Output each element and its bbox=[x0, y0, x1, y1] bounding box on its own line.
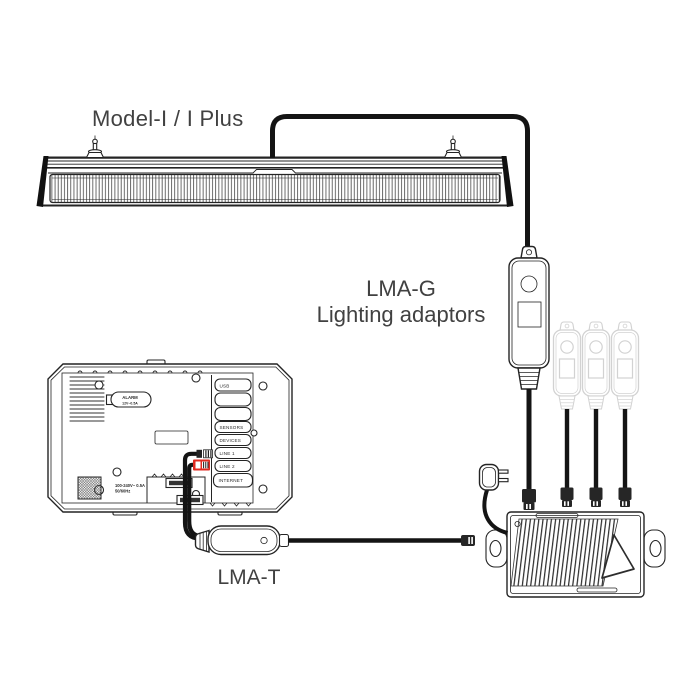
light-bar-label: Model-I / I Plus bbox=[92, 106, 244, 131]
power-rating-line2: 50/60Hz bbox=[115, 489, 130, 494]
port-internet bbox=[212, 472, 254, 488]
light-bar-grille bbox=[49, 173, 501, 204]
heatsink-fins bbox=[510, 518, 619, 587]
lma-g-label-title: LMA-G bbox=[366, 276, 436, 301]
port-sensors bbox=[214, 420, 252, 434]
lma-g-adaptor bbox=[508, 245, 550, 510]
controller-box: ALARM 12V~0.5A 100-240V~ 0.5A 50/60Hz bbox=[47, 359, 293, 516]
faded-adaptor-2 bbox=[581, 321, 611, 507]
light-bar-endcap-left bbox=[36, 156, 49, 207]
faded-adaptor-1 bbox=[552, 321, 582, 507]
line2-connector-highlighted bbox=[193, 459, 210, 471]
power-rating-line1: 100-240V~ 0.5A bbox=[115, 483, 145, 488]
port-blank-2 bbox=[214, 406, 252, 422]
port-label-usb: USB bbox=[220, 383, 230, 388]
port-devices bbox=[214, 433, 252, 447]
cable-lightbar-to-lmag bbox=[270, 114, 530, 248]
port-blank-1 bbox=[214, 392, 252, 407]
faded-adaptor-3 bbox=[610, 321, 640, 507]
power-supply-box bbox=[485, 511, 666, 598]
ac-plug bbox=[478, 463, 509, 535]
lma-g-connector bbox=[522, 489, 536, 510]
plug-prong-bottom bbox=[497, 477, 509, 483]
port-line2 bbox=[214, 459, 252, 473]
controller-inner-panel bbox=[61, 372, 254, 504]
port-label-line2: LINE 2 bbox=[220, 464, 235, 469]
lma-t-adaptor bbox=[194, 525, 475, 556]
port-label-line1: LINE 1 bbox=[220, 451, 235, 456]
lma-g-label-subtitle: Lighting adaptors bbox=[316, 302, 486, 327]
port-usb bbox=[214, 378, 252, 392]
ac-plug-cable bbox=[482, 489, 509, 535]
line1-connector-icon bbox=[196, 449, 213, 459]
lma-t-led bbox=[260, 536, 268, 545]
mounting-knob-right bbox=[443, 135, 463, 159]
mounting-knob-left bbox=[85, 135, 105, 159]
plug-prong-top bbox=[497, 469, 509, 474]
lma-g-led bbox=[520, 275, 538, 293]
heatsink-triangle bbox=[601, 534, 635, 579]
lma-t-label: LMA-T bbox=[217, 566, 281, 589]
alarm-port-label: ALARM 12V~0.5A bbox=[105, 391, 152, 408]
alarm-rating-text: 12V~0.5A bbox=[122, 402, 138, 406]
center-detail bbox=[154, 430, 189, 445]
lma-g-strain-relief bbox=[517, 367, 541, 390]
port-line1 bbox=[214, 446, 252, 460]
light-bar-endcap-right bbox=[501, 156, 514, 207]
cable-line1-to-lmat bbox=[182, 451, 203, 541]
lma-g-button bbox=[517, 301, 542, 328]
faded-adaptors bbox=[552, 321, 640, 507]
port-label-sensors: SENSORS bbox=[220, 425, 244, 430]
port-label-devices: DEVICES bbox=[220, 438, 242, 443]
lma-t-strain-relief bbox=[194, 529, 210, 553]
lma-g-label: LMA-G Lighting adaptors bbox=[300, 276, 502, 328]
port-label-internet: INTERNET bbox=[219, 478, 244, 483]
light-bar bbox=[36, 135, 514, 207]
alarm-text: ALARM bbox=[122, 395, 138, 400]
port-column: USB SENSORS DEVICES LINE 1 LINE 2 INTERN… bbox=[211, 375, 254, 502]
speaker-grid bbox=[77, 476, 102, 500]
lma-t-end-connector bbox=[461, 535, 475, 546]
